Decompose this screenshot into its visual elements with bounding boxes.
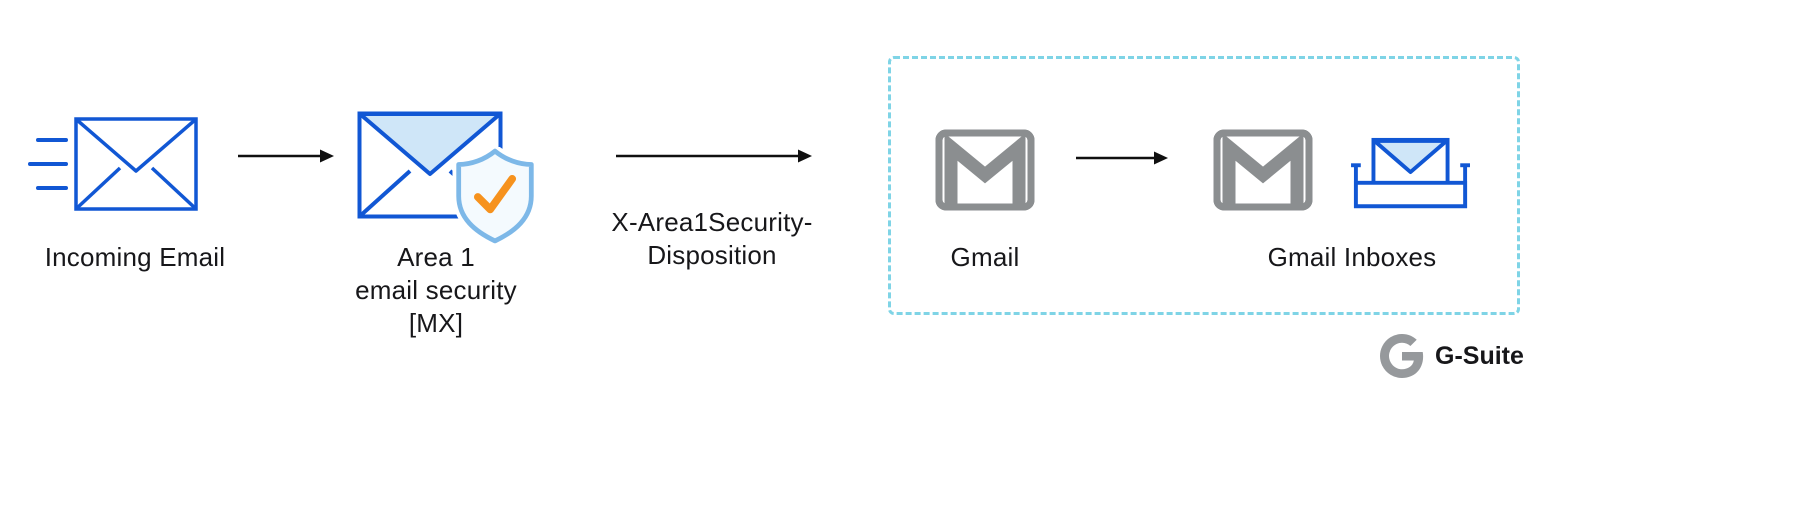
node-gmail-inboxes	[1212, 128, 1314, 212]
shield-check-icon	[452, 147, 538, 245]
google-g-logo-icon	[1380, 334, 1424, 378]
area1-label-line2: email security	[355, 275, 517, 305]
node-gmail	[934, 128, 1036, 212]
area1-label-line1: Area 1	[397, 242, 475, 272]
inbox-tray-envelope-icon	[1350, 136, 1472, 214]
gmail-envelope-icon	[1212, 128, 1314, 212]
incoming-email-label: Incoming Email	[44, 242, 226, 272]
gsuite-brand-label: G-Suite	[1435, 341, 1524, 370]
area1-label-line3: [MX]	[408, 308, 464, 338]
gsuite-boundary-box	[888, 56, 1520, 315]
area1-label: Area 1 email security [MX]	[330, 241, 542, 340]
gmail-label: Gmail	[950, 242, 1020, 272]
disposition-header-label: X-Area1Security-Disposition	[611, 207, 813, 270]
gmail-envelope-icon	[934, 128, 1036, 212]
arrow-right-icon	[1076, 148, 1168, 168]
gsuite-brand: G-Suite	[1380, 332, 1524, 380]
arrow-right-icon	[616, 146, 812, 166]
node-incoming-email	[28, 116, 200, 212]
envelope-speed-lines-icon	[28, 116, 200, 212]
arrow-right-icon	[238, 146, 334, 166]
gmail-inboxes-label: Gmail Inboxes	[1267, 242, 1437, 272]
